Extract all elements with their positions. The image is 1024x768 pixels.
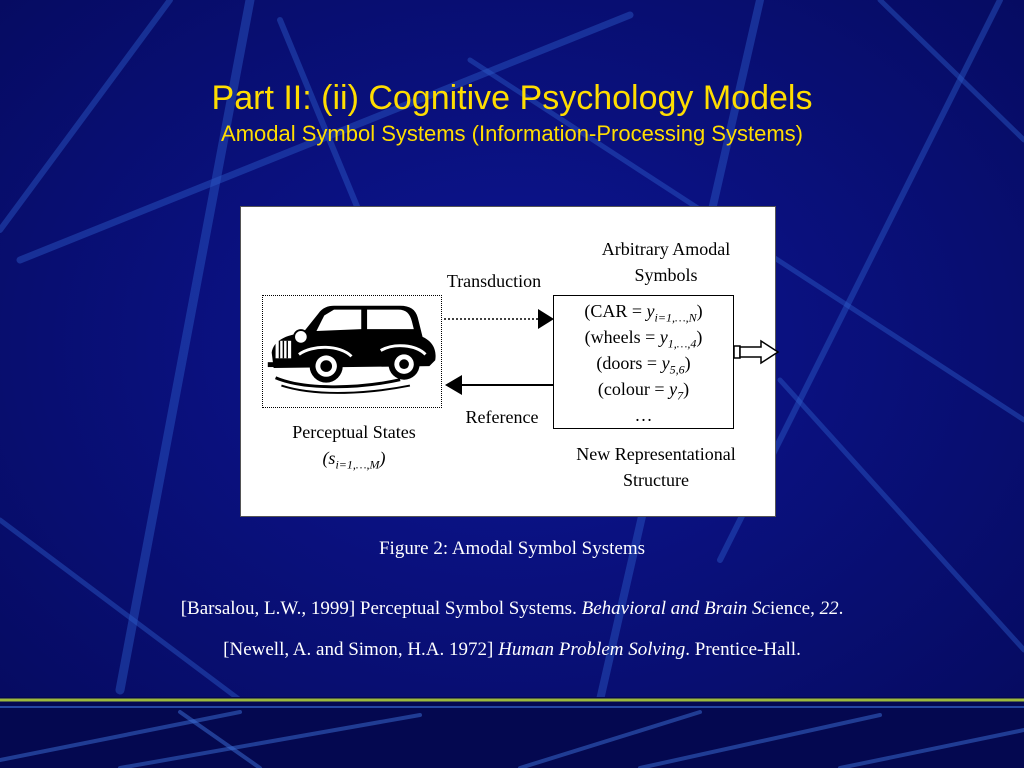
symbol-line-wheels: (wheels = y1,…,4): [584, 327, 703, 351]
transduction-arrowhead: [538, 309, 554, 329]
new-structure-line-2: Structure: [623, 470, 689, 490]
reference-label: Reference: [465, 407, 539, 427]
output-arrow-icon: [733, 339, 780, 365]
transduction-label: Transduction: [446, 271, 542, 291]
new-structure-label: New Representational Structure: [546, 441, 766, 493]
perceptual-states-text: Perceptual States: [292, 422, 416, 442]
reference-newell: [Newell, A. and Simon, H.A. 1972] Human …: [223, 639, 801, 660]
arbitrary-line-1: Arbitrary Amodal: [601, 239, 731, 259]
slide-subtitle: Amodal Symbol Systems (Information-Proce…: [221, 121, 803, 146]
symbol-line-car: (CAR = yi=1,…,N): [584, 301, 703, 325]
symbol-line-doors: (doors = y5,6): [596, 353, 691, 377]
symbol-box: (CAR = yi=1,…,N) (wheels = y1,…,4) (door…: [553, 295, 734, 429]
arbitrary-line-2: Symbols: [634, 265, 698, 285]
figure-caption: Figure 2: Amodal Symbol Systems: [378, 538, 646, 559]
diagram-arrows: [444, 309, 780, 395]
diagram-figure: Arbitrary Amodal Symbols Transduction (C…: [240, 206, 780, 517]
perceptual-states-formula: (si=1,…,M): [322, 448, 386, 472]
arbitrary-symbols-label: Arbitrary Amodal Symbols: [561, 236, 771, 288]
new-structure-line-1: New Representational: [576, 444, 736, 464]
slide-title: Part II: (ii) Cognitive Psychology Model…: [211, 79, 813, 117]
reference-arrowhead: [445, 375, 462, 395]
reference-barsalou: [Barsalou, L.W., 1999] Perceptual Symbol…: [180, 598, 844, 619]
symbol-line-colour: (colour = y7): [597, 379, 690, 403]
car-icon: [267, 305, 436, 394]
perceptual-box: [262, 295, 442, 408]
perceptual-states-label: Perceptual States (si=1,…,M): [259, 419, 449, 471]
symbol-ellipsis: …: [634, 405, 653, 425]
